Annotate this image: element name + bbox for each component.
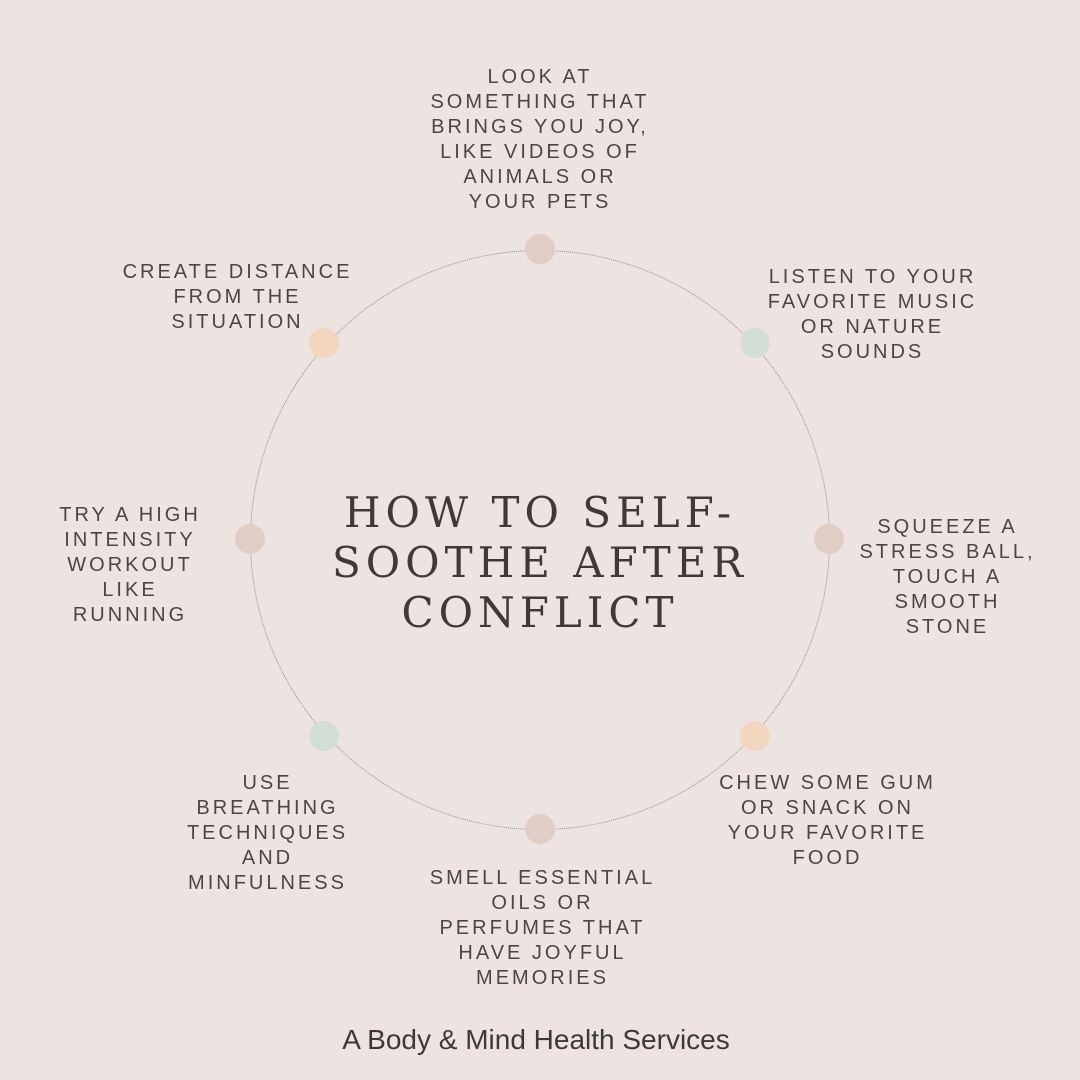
page-title: HOW TO SELF- SOOTHE AFTER CONFLICT (331, 488, 749, 637)
item-dot-3 (814, 524, 844, 554)
item-dot-6 (309, 721, 339, 751)
item-label-8: CREATE DISTANCE FROM THE SITUATION (122, 261, 353, 333)
item-dot-2 (740, 328, 770, 358)
item-label-7: TRY A HIGH INTENSITY WORKOUT LIKE RUNNIN… (59, 504, 201, 626)
item-dot-7 (235, 524, 265, 554)
item-label-5: SMELL ESSENTIAL OILS OR PERFUMES THAT HA… (429, 867, 656, 989)
item-label-1: LOOK AT SOMETHING THAT BRINGS YOU JOY, L… (430, 66, 650, 213)
item-label-2: LISTEN TO YOUR FAVORITE MUSIC OR NATURE … (767, 266, 978, 363)
item-label-6: USE BREATHING TECHNIQUES AND MINFULNESS (186, 772, 349, 894)
footer-credit: A Body & Mind Health Services (342, 1024, 730, 1055)
item-label-4: CHEW SOME GUM OR SNACK ON YOUR FAVORITE … (719, 772, 936, 869)
item-dot-4 (740, 721, 770, 751)
item-label-3: SQUEEZE A STRESS BALL, TOUCH A SMOOTH ST… (859, 516, 1036, 638)
item-dot-1 (525, 234, 555, 264)
item-dot-5 (525, 814, 555, 844)
item-dot-8 (309, 328, 339, 358)
